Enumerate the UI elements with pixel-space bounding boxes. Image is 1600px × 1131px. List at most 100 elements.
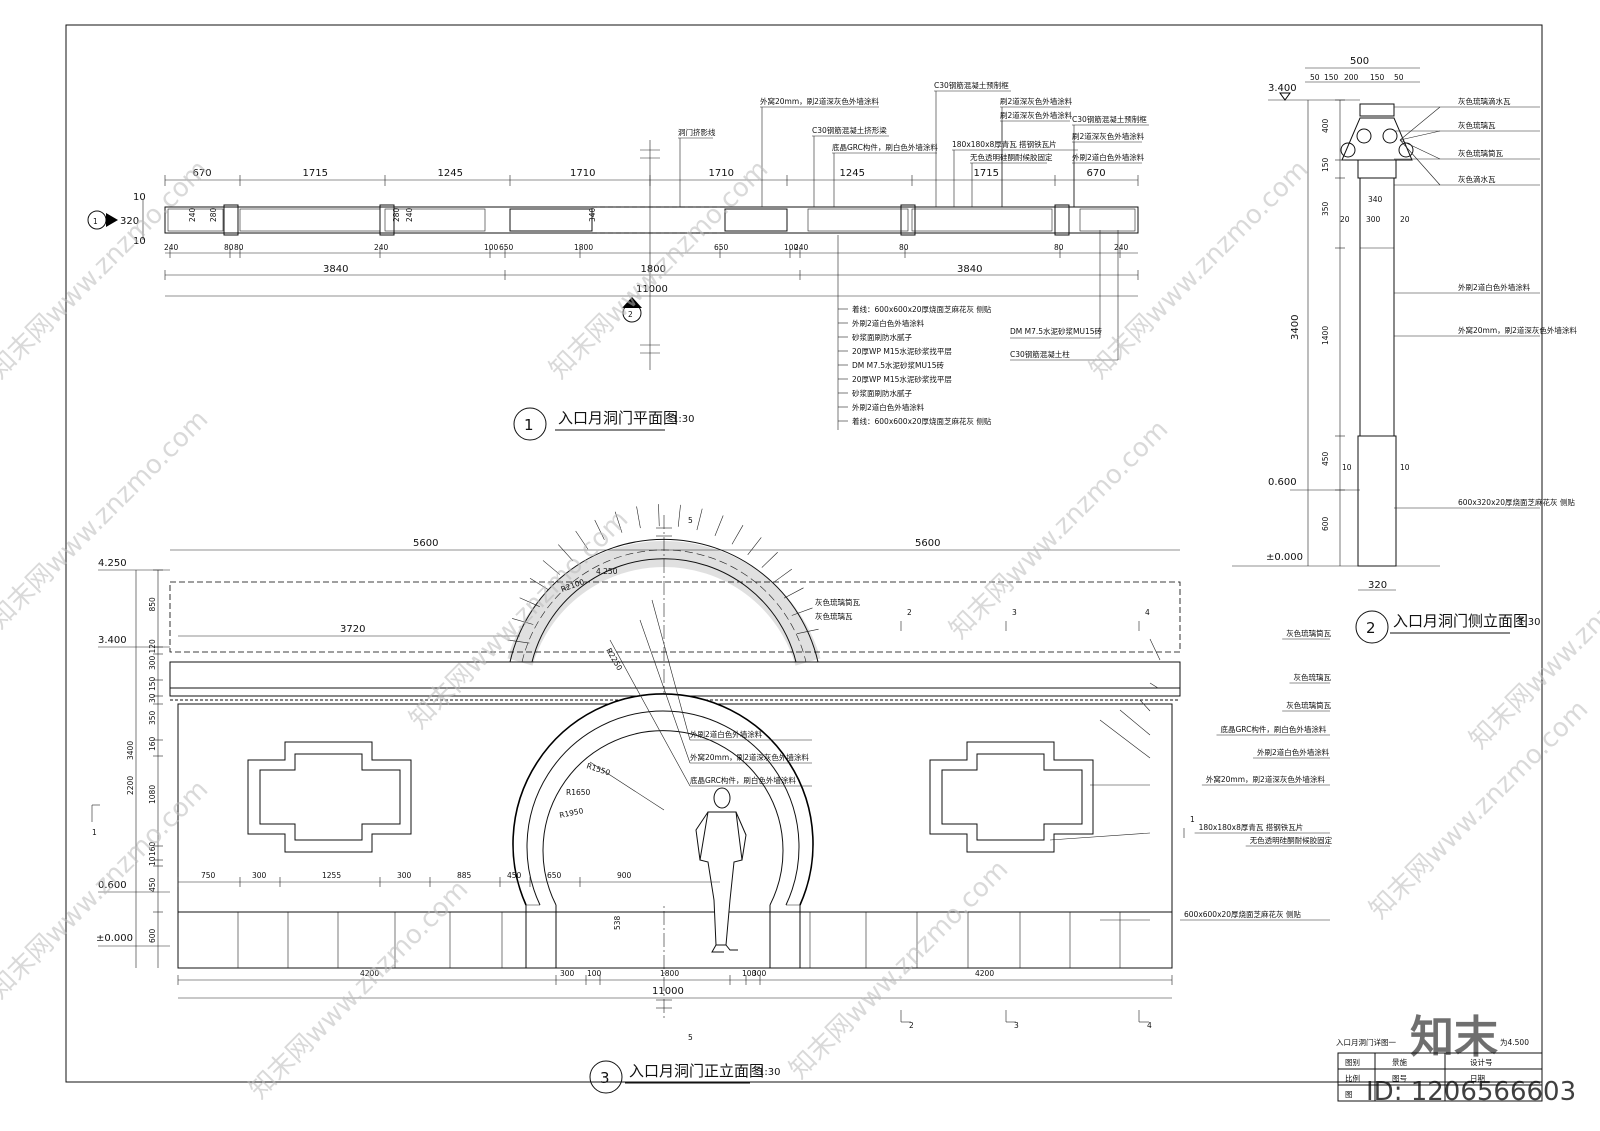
side-note: 外刷2道白色外墙涂料 xyxy=(1458,282,1531,292)
plan-mid-dim: 80 xyxy=(899,243,909,252)
elev-note: 灰色琉璃筒瓦 xyxy=(1286,700,1331,710)
elev-section-mark: 3 xyxy=(1012,608,1017,617)
side-inner-dim: 10 xyxy=(1342,463,1352,472)
plan-mid-dim: 240 xyxy=(1114,243,1129,252)
plan-note: 外刷2道白色外墙涂料 xyxy=(1072,152,1145,162)
plan-note-bottom: DM M7.5水泥砂浆MU15砖 xyxy=(852,360,945,370)
plan-note: C30钢筋混凝土挤形梁 xyxy=(812,125,887,135)
plan-note-bottom: 砂浆面刷防水腻子 xyxy=(852,332,912,342)
plan-note: 无色透明硅酮耐候胶固定 xyxy=(970,152,1053,162)
side-top-subdim: 200 xyxy=(1344,73,1359,82)
elev-left-dim: 10 xyxy=(148,856,157,866)
plan-wall-label: 280 xyxy=(392,207,401,222)
title-block: 入口月洞门详图一 为4.500 图别景施设计号比例图号日期图 xyxy=(1336,1037,1543,1102)
plan-note-bottom-right: DM M7.5水泥砂浆MU15砖 xyxy=(1010,326,1103,336)
elev-left-dim: 450 xyxy=(148,877,157,892)
elev-note: 灰色琉璃筒瓦 xyxy=(1286,628,1331,638)
plan-mid-dim: 80 xyxy=(234,243,244,252)
side-note: 灰色琉璃滴水瓦 xyxy=(1458,96,1511,106)
plan-note: 外窝20mm，刷2道深灰色外墙涂料 xyxy=(760,96,879,106)
side-left-dim: 400 xyxy=(1321,118,1330,133)
elev-title: 入口月洞门正立面图 xyxy=(629,1062,764,1080)
plan-mid-dim: 80 xyxy=(1054,243,1064,252)
plan-note: 刷2道深灰色外墙涂料 xyxy=(1072,131,1145,141)
elev-row-dim: 750 xyxy=(201,871,216,880)
plan-mid-dim: 240 xyxy=(374,243,389,252)
elev-note: 外刷2道白色外墙涂料 xyxy=(1257,747,1330,757)
elev-left-dim: 120 xyxy=(148,639,157,654)
side-scale: 1:30 xyxy=(1518,617,1540,628)
plan-mid-dim: 650 xyxy=(714,243,729,252)
elev-left-dim: 160 xyxy=(148,841,157,856)
plan-top-dim: 1715 xyxy=(303,168,328,179)
elev-left-dim: 30 xyxy=(148,693,157,703)
elev-section-mark: 3 xyxy=(1014,1021,1019,1030)
plan-mid-dim: 100 xyxy=(484,243,499,252)
plan-note-bottom: 外刷2道白色外墙涂料 xyxy=(852,402,925,412)
side-bottom-dim: 320 xyxy=(1368,580,1387,591)
titleblock-drawing-name: 入口月洞门详图一 xyxy=(1336,1037,1396,1047)
side-level-ground: ±0.000 xyxy=(1266,552,1303,563)
elev-note-top: 灰色琉璃瓦 xyxy=(815,611,853,621)
plan-wall-label: 280 xyxy=(209,207,218,222)
watermark-text: 知末网www.znzmo.com xyxy=(1084,154,1315,385)
plan-note: 洞门挤影线 xyxy=(678,127,716,137)
elev-section-mark: 1 xyxy=(1190,815,1195,824)
watermark-text: 知末网www.znzmo.com xyxy=(0,154,214,385)
side-note: 600x320x20厚烧面芝麻花灰 侧贴 xyxy=(1458,497,1575,507)
plan-mid-dim: 100 xyxy=(784,243,799,252)
plan-top-dim: 1710 xyxy=(709,168,734,179)
elev-bottom-dim: 1800 xyxy=(660,969,679,978)
elev-row-dim: 650 xyxy=(547,871,562,880)
elev-top-dim-left: 5600 xyxy=(413,538,438,549)
side-level-top: 3.400 xyxy=(1268,83,1297,94)
elev-radius: R1650 xyxy=(566,788,591,797)
side-inner-dim: 300 xyxy=(1366,215,1381,224)
titleblock-elevation-note: 为4.500 xyxy=(1500,1037,1529,1047)
elev-left-dim: 350 xyxy=(148,710,157,725)
plan-top-dim: 1715 xyxy=(974,168,999,179)
titleblock-cell: 图号 xyxy=(1392,1074,1407,1083)
plan-note: C30钢筋混凝土预制框 xyxy=(1072,114,1147,124)
side-note: 灰色琉璃瓦 xyxy=(1458,120,1496,130)
elev-note-center: 底晶GRC构件，刷白色外墙涂料 xyxy=(690,775,796,785)
side-inner-dim: 20 xyxy=(1400,215,1410,224)
elev-note: 无色透明硅酮耐候胶固定 xyxy=(1250,835,1333,845)
plan-mid-dim: 650 xyxy=(499,243,514,252)
side-left-dim: 450 xyxy=(1321,451,1330,466)
elev-row-dim: 300 xyxy=(397,871,412,880)
plan-note: 刷2道深灰色外墙涂料 xyxy=(1000,110,1073,120)
elev-inner-top-dim: 3720 xyxy=(340,624,365,635)
plan-note-bottom: 砂浆面刷防水腻子 xyxy=(852,388,912,398)
plan-mid-dim: 240 xyxy=(164,243,179,252)
plan-mid-dim: 1800 xyxy=(574,243,593,252)
elev-level: 0.600 xyxy=(98,880,127,891)
side-level-mid: 0.600 xyxy=(1268,477,1297,488)
watermark-text: 知末网www.znzmo.com xyxy=(0,774,214,1005)
side-left-dim: 350 xyxy=(1321,201,1330,216)
sheet-border xyxy=(65,24,1543,1083)
elev-left-dim: 150 xyxy=(148,676,157,691)
plan-bottom-dim: 3840 xyxy=(323,264,348,275)
elev-bottom-dim: 4200 xyxy=(360,969,379,978)
elev-level: ±0.000 xyxy=(96,933,133,944)
elev-note-center: 外刷2道白色外墙涂料 xyxy=(690,729,763,739)
elev-bottom-dim: 300 xyxy=(752,969,767,978)
elev-bottom-dim: 100 xyxy=(742,969,757,978)
plan-top-dim: 1245 xyxy=(438,168,463,179)
elev-note-center: 外窝20mm，刷2道深灰色外墙涂料 xyxy=(690,752,809,762)
side-top-subdim: 50 xyxy=(1310,73,1320,82)
titleblock-cell: 设计号 xyxy=(1470,1057,1493,1067)
plan-top-dim: 670 xyxy=(1087,168,1106,179)
plan-note-bottom: 外刷2道白色外墙涂料 xyxy=(852,318,925,328)
plan-total-dim: 11000 xyxy=(636,284,668,295)
elev-note: 灰色琉璃瓦 xyxy=(1294,672,1332,682)
elev-row-dim: 1255 xyxy=(322,871,341,880)
plan-left-dim-a: 10 xyxy=(133,192,146,203)
side-inner-dim: 20 xyxy=(1340,215,1350,224)
elev-level: 3.400 xyxy=(98,635,127,646)
plan-title-index: 1 xyxy=(524,416,534,434)
